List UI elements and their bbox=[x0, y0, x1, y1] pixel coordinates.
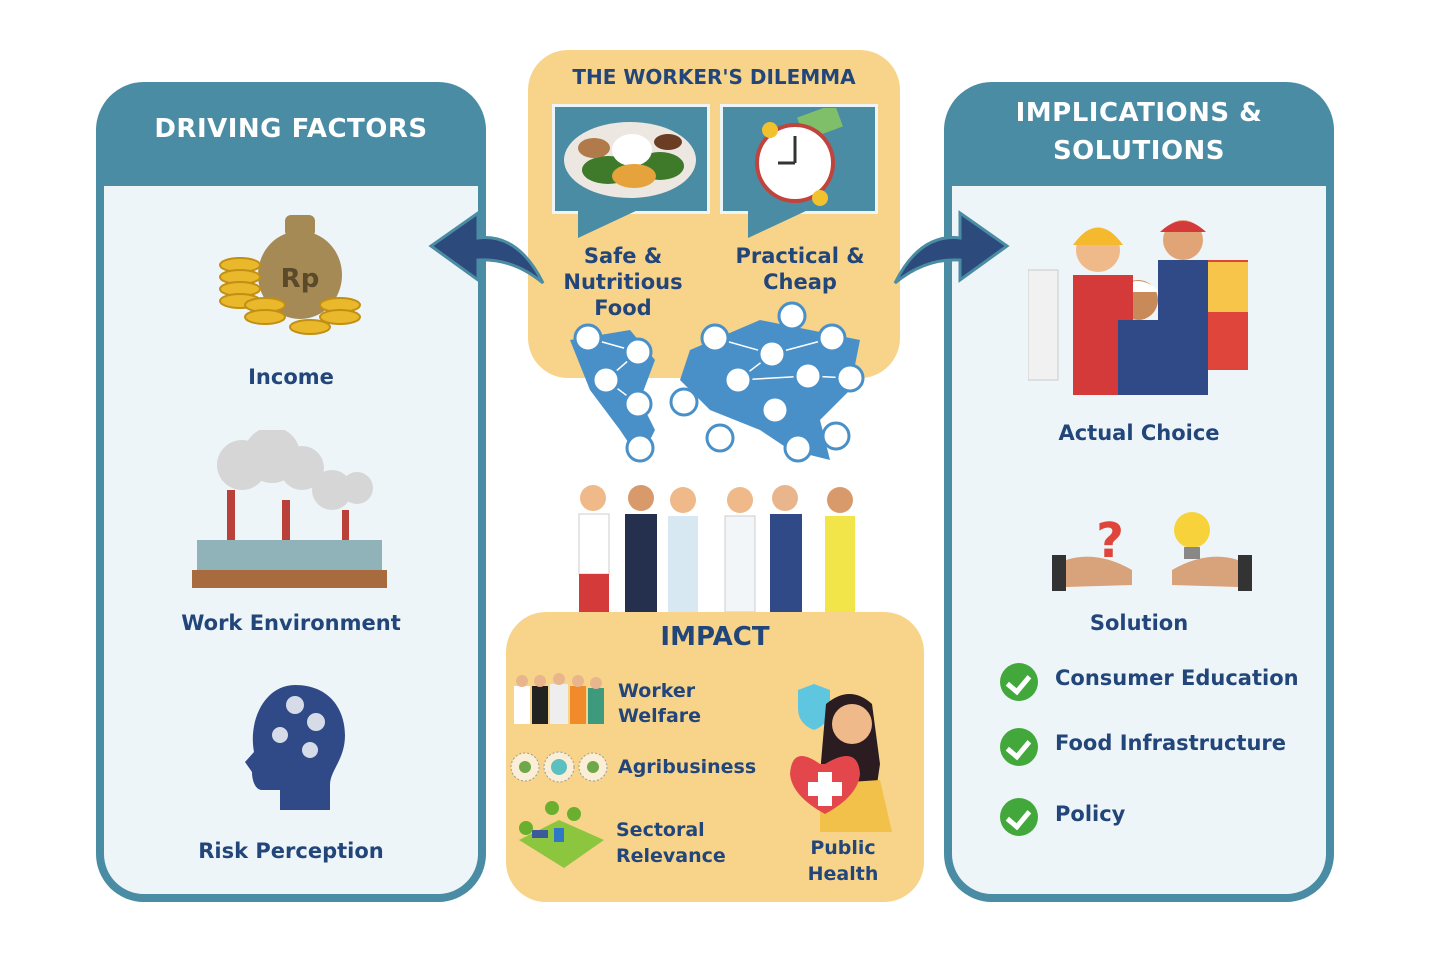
implications-title-line2: SOLUTIONS bbox=[1052, 136, 1226, 166]
option-safe-line2: Nutritious bbox=[563, 270, 683, 294]
head-brain-icon bbox=[245, 685, 345, 810]
professionals-group-icon bbox=[578, 485, 855, 612]
arrow-right-icon bbox=[893, 210, 1010, 285]
solution-food-infrastructure: Food Infrastructure bbox=[1055, 731, 1286, 755]
public-health-icon bbox=[790, 684, 892, 832]
bubble-tail bbox=[578, 210, 638, 238]
impact-agribusiness: Agribusiness bbox=[618, 756, 757, 778]
impact-title: IMPACT bbox=[660, 622, 770, 652]
impact-worker-line1: Worker bbox=[618, 680, 696, 702]
implications-panel: IMPLICATIONS & SOLUTIONS bbox=[944, 82, 1334, 902]
sector-landscape-icon bbox=[519, 801, 604, 868]
dilemma-title: THE WORKER'S DILEMMA bbox=[572, 65, 856, 89]
impact-worker-line2: Welfare bbox=[618, 705, 702, 727]
option-cheap-line2: Cheap bbox=[763, 270, 837, 294]
option-safe-line1: Safe & bbox=[583, 244, 663, 268]
svg-text:?: ? bbox=[1096, 513, 1124, 569]
implications-title-line1: IMPLICATIONS & bbox=[1015, 98, 1263, 128]
check-icon bbox=[1000, 663, 1038, 701]
driving-factor-risk-perception: Risk Perception bbox=[198, 839, 384, 863]
arrow-left-icon bbox=[428, 210, 545, 285]
driving-factors-title: DRIVING FACTORS bbox=[154, 114, 428, 144]
driving-factor-work-environment: Work Environment bbox=[181, 611, 401, 635]
clock-money-icon bbox=[755, 108, 843, 206]
actual-choice-label: Actual Choice bbox=[1058, 421, 1220, 445]
impact-public-health-line1: Public bbox=[810, 837, 876, 859]
agribusiness-icon bbox=[510, 751, 608, 783]
option-cheap-line1: Practical & bbox=[735, 244, 865, 268]
workers-group-icon bbox=[514, 673, 604, 724]
impact-public-health-line2: Health bbox=[807, 863, 879, 885]
solution-label: Solution bbox=[1089, 611, 1189, 635]
world-network-map-icon bbox=[570, 301, 865, 463]
solution-consumer-education: Consumer Education bbox=[1055, 666, 1299, 690]
workers-choice-icon bbox=[1028, 220, 1248, 395]
check-icon bbox=[1000, 798, 1038, 836]
bubble-tail bbox=[748, 210, 808, 238]
impact-sectoral-line2: Relevance bbox=[616, 845, 726, 867]
factory-icon bbox=[192, 430, 387, 588]
impact-sectoral-line1: Sectoral bbox=[616, 819, 705, 841]
svg-text:Rp: Rp bbox=[281, 264, 320, 294]
question-lightbulb-icon: ? bbox=[1052, 512, 1252, 591]
food-plate-icon bbox=[564, 122, 696, 198]
driving-factor-income: Income bbox=[248, 365, 334, 389]
check-icon bbox=[1000, 728, 1038, 766]
money-bag-icon: Rp bbox=[219, 215, 361, 335]
option-safe-line3: Food bbox=[594, 296, 652, 320]
solution-policy: Policy bbox=[1055, 802, 1126, 826]
